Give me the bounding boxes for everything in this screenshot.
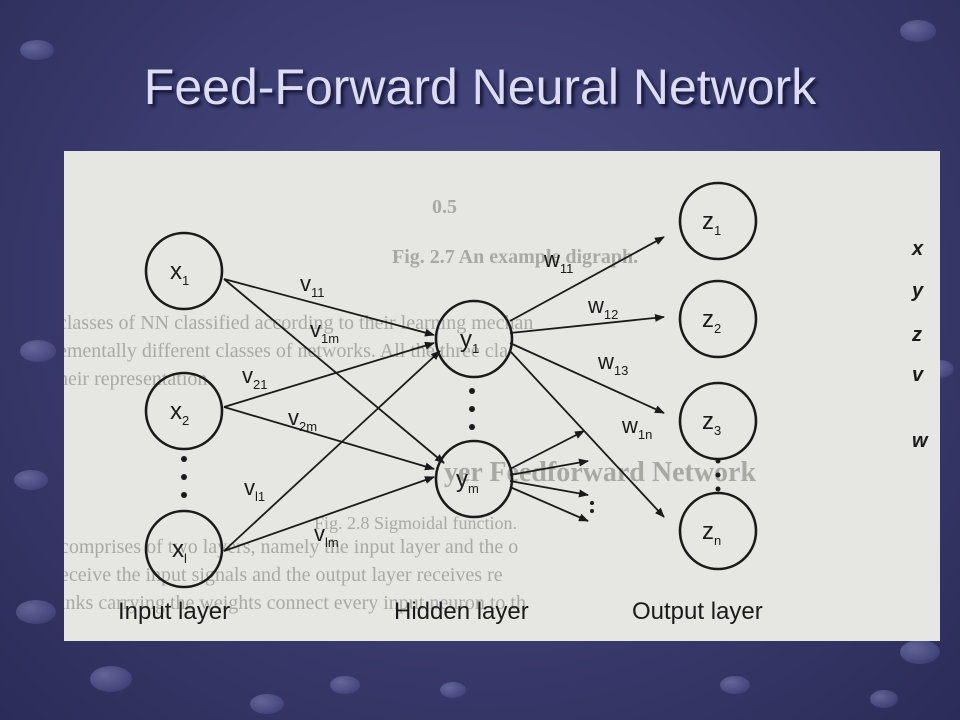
output-node <box>678 181 758 261</box>
weight-label: v1m <box>310 317 339 346</box>
bleed-text: comprises of two layers, namely the inpu… <box>64 536 518 558</box>
output-node <box>678 279 758 359</box>
bleed-text: Fig. 2.7 An example digraph. <box>392 246 638 268</box>
background-bubble <box>16 600 56 624</box>
input-node-label: xl <box>172 536 187 566</box>
margin-letter: v <box>912 364 925 386</box>
background-bubble <box>20 40 54 60</box>
output-node-label: z1 <box>702 208 721 238</box>
edge <box>509 486 589 522</box>
output-layer-caption: Output layer <box>632 598 763 625</box>
bleed-text: inks carrying the weights connect every … <box>64 592 526 614</box>
background-bubble <box>14 470 48 490</box>
bleed-text: Fig. 2.8 Sigmoidal function. <box>314 513 517 533</box>
margin-letter: y <box>911 280 924 302</box>
weight-label: w13 <box>597 349 628 378</box>
input-node <box>144 231 224 311</box>
network-figure: 0.5 Fig. 2.7 An example digraph. classes… <box>64 151 940 641</box>
input-node <box>144 371 224 451</box>
bleed-text: classes of NN classified according to th… <box>64 312 533 334</box>
edge <box>223 278 435 337</box>
edge <box>509 313 665 334</box>
bleed-text: yer Feedforward Network <box>444 457 756 488</box>
background-bubble <box>900 640 940 664</box>
edge <box>223 341 435 408</box>
weight-label: vl1 <box>244 475 265 504</box>
edge <box>509 430 585 470</box>
output-node <box>678 381 758 461</box>
input-layer-caption: Input layer <box>118 598 230 625</box>
background-bubble <box>250 694 284 714</box>
background-bubble <box>720 676 750 694</box>
hidden-node <box>434 439 514 519</box>
edge <box>509 458 589 476</box>
bleed-text: ementally different classes of networks.… <box>64 340 508 362</box>
weight-label: v11 <box>300 271 325 300</box>
weight-label: vlm <box>314 521 339 550</box>
background-bubble <box>330 676 360 694</box>
hidden-node-label: ym <box>456 466 479 496</box>
background-bubble <box>20 340 56 362</box>
hidden-node <box>434 299 514 379</box>
edge <box>223 476 435 552</box>
bleed-text: eceive the input signals and the output … <box>64 564 503 586</box>
margin-letter: z <box>911 324 922 346</box>
background-bubble <box>870 690 898 708</box>
output-node-label: z3 <box>702 408 721 438</box>
bleed-text: 0.5 <box>432 196 457 218</box>
edge <box>223 350 441 552</box>
background-bubble <box>90 666 132 692</box>
background-bubble <box>900 20 936 42</box>
weight-label: v2m <box>288 405 317 434</box>
network-diagram: 0.5 Fig. 2.7 An example digraph. classes… <box>64 181 929 625</box>
input-node-label: x1 <box>170 258 189 288</box>
edge <box>223 406 435 471</box>
margin-letter: w <box>912 430 929 452</box>
input-node <box>144 509 224 589</box>
background-bubble <box>440 682 466 698</box>
bleed-text: heir representation. <box>64 368 212 390</box>
edge <box>509 350 665 518</box>
input-node-label: x2 <box>170 398 189 428</box>
hidden-layer-caption: Hidden layer <box>394 598 529 625</box>
output-node <box>678 491 758 571</box>
weight-label: w11 <box>543 247 573 276</box>
edge <box>223 278 445 464</box>
output-node-label: z2 <box>702 306 721 336</box>
weight-label: w12 <box>587 293 618 322</box>
edge <box>509 236 665 322</box>
slide-title: Feed-Forward Neural Network <box>143 59 817 115</box>
weight-label: v21 <box>242 363 267 392</box>
edge <box>509 480 589 498</box>
hidden-node-label: y1 <box>460 326 479 356</box>
output-node-label: zn <box>702 518 721 548</box>
edge <box>509 342 665 414</box>
weight-label: w1n <box>621 413 652 442</box>
margin-letter: x <box>911 238 924 260</box>
